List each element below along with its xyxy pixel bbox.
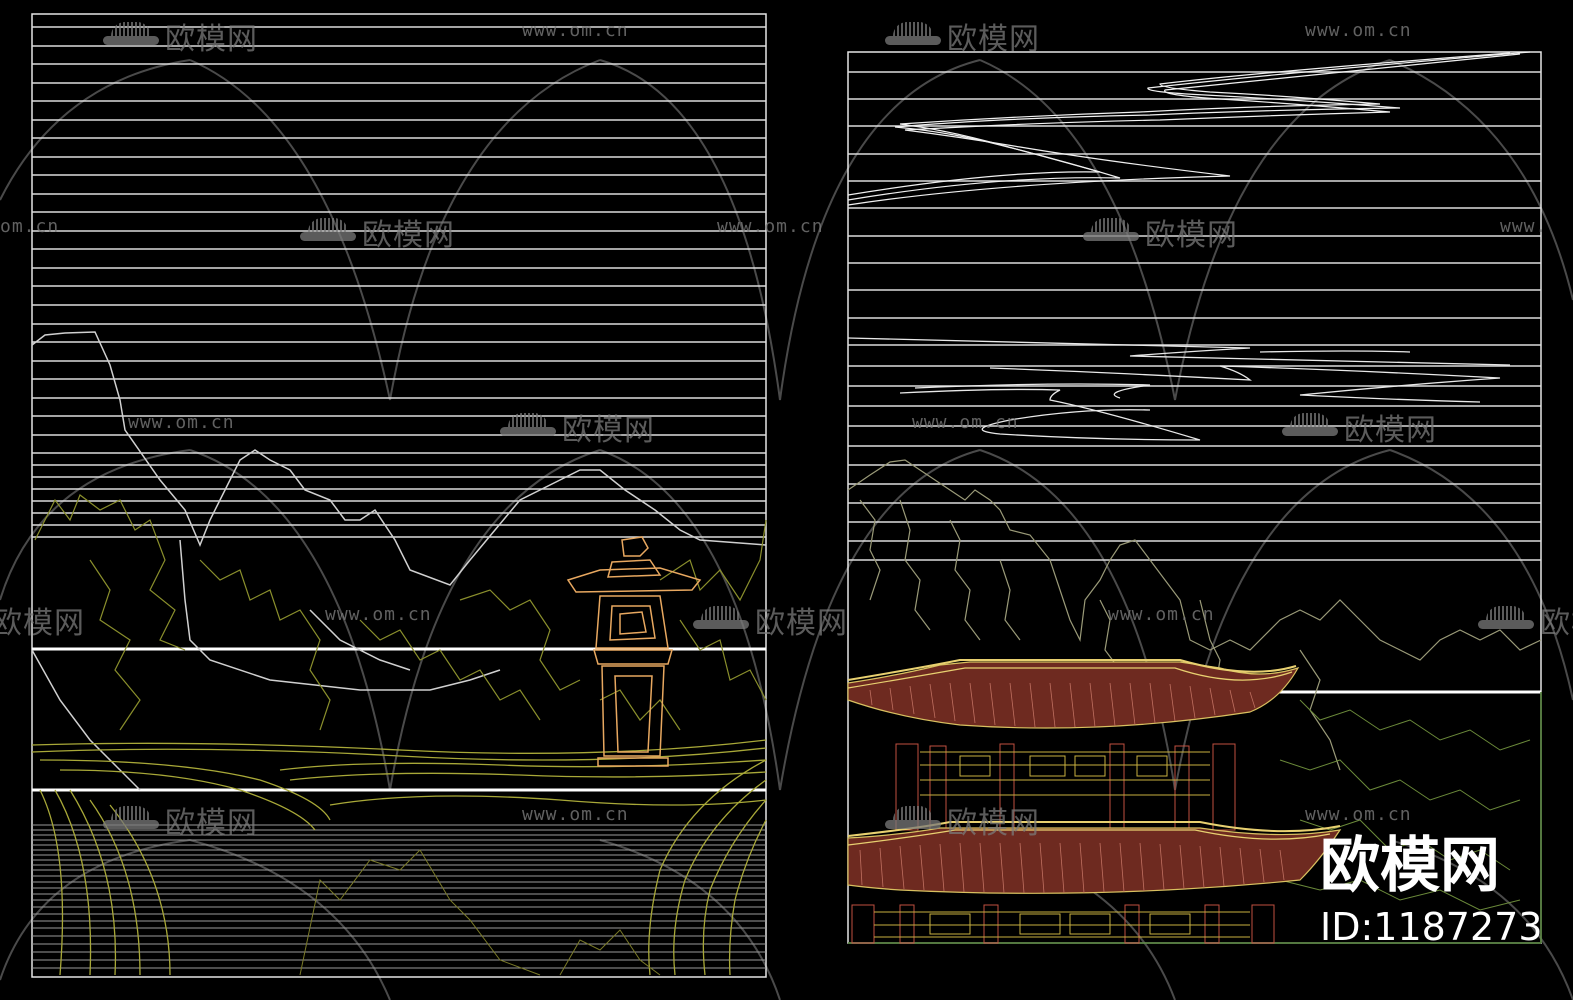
watermark-url: www.om.cn: [522, 20, 629, 41]
watermark-url: www.om.cn: [522, 804, 629, 825]
pavilion: [847, 659, 1342, 944]
sofa-icon: [103, 806, 159, 834]
watermark-url: www.om.cn: [1305, 804, 1412, 825]
watermark-logo: 欧模网: [103, 14, 258, 58]
brand-badge-id: ID:1187273: [1320, 905, 1543, 949]
sofa-icon: [300, 218, 356, 246]
watermark-url-partial: www.: [1500, 216, 1548, 237]
right-panel: [847, 51, 1542, 944]
upper-cloud: [847, 51, 1531, 206]
watermark-url: www.om.cn: [1108, 604, 1215, 625]
sofa-icon: [1478, 606, 1534, 634]
river-hatch: [32, 824, 766, 969]
sofa-icon: [500, 413, 556, 441]
sofa-icon: [1282, 413, 1338, 441]
watermark-url: www.om.cn: [128, 412, 235, 433]
watermark-logo: 欧模网: [1083, 210, 1238, 254]
sofa-icon: [1083, 218, 1139, 246]
left-foliage: [34, 494, 767, 731]
watermark-logo: 欧模网: [693, 598, 848, 642]
watermark-logo: 欧模网: [103, 798, 258, 842]
right-horizontal-lines: [848, 71, 1541, 694]
left-ground-contours: [31, 739, 767, 976]
watermark-logo: 欧模网: [885, 14, 1040, 58]
sofa-icon: [693, 606, 749, 634]
watermark-url-partial: om.cn: [0, 216, 60, 237]
watermark-logo: 欧模网: [300, 210, 455, 254]
watermark-url: www.om.cn: [325, 604, 432, 625]
watermark-url: www.om.cn: [912, 412, 1019, 433]
left-mountains: [31, 331, 767, 791]
watermark-logo: 欧模网: [1282, 405, 1437, 449]
sofa-icon: [885, 22, 941, 50]
right-foliage: [1279, 699, 1531, 911]
watermark-logo: 欧模网: [500, 405, 655, 449]
watermark-url: www.om.cn: [717, 216, 824, 237]
watermark-url: www.om.cn: [1305, 20, 1412, 41]
left-panel: [31, 13, 767, 978]
stone-lantern: [566, 536, 702, 767]
brand-badge-title: 欧模网: [1320, 831, 1500, 901]
left-horizontal-lines: [32, 26, 766, 792]
watermark-logo: 欧模网: [885, 798, 1040, 842]
lower-cloud: [847, 337, 1511, 441]
sofa-icon: [103, 22, 159, 50]
watermark-logo: 欧模网: [1478, 598, 1573, 642]
watermark-logo-partial: 欧模网: [0, 606, 85, 641]
left-river-rocks: [299, 849, 661, 976]
sofa-icon: [885, 806, 941, 834]
